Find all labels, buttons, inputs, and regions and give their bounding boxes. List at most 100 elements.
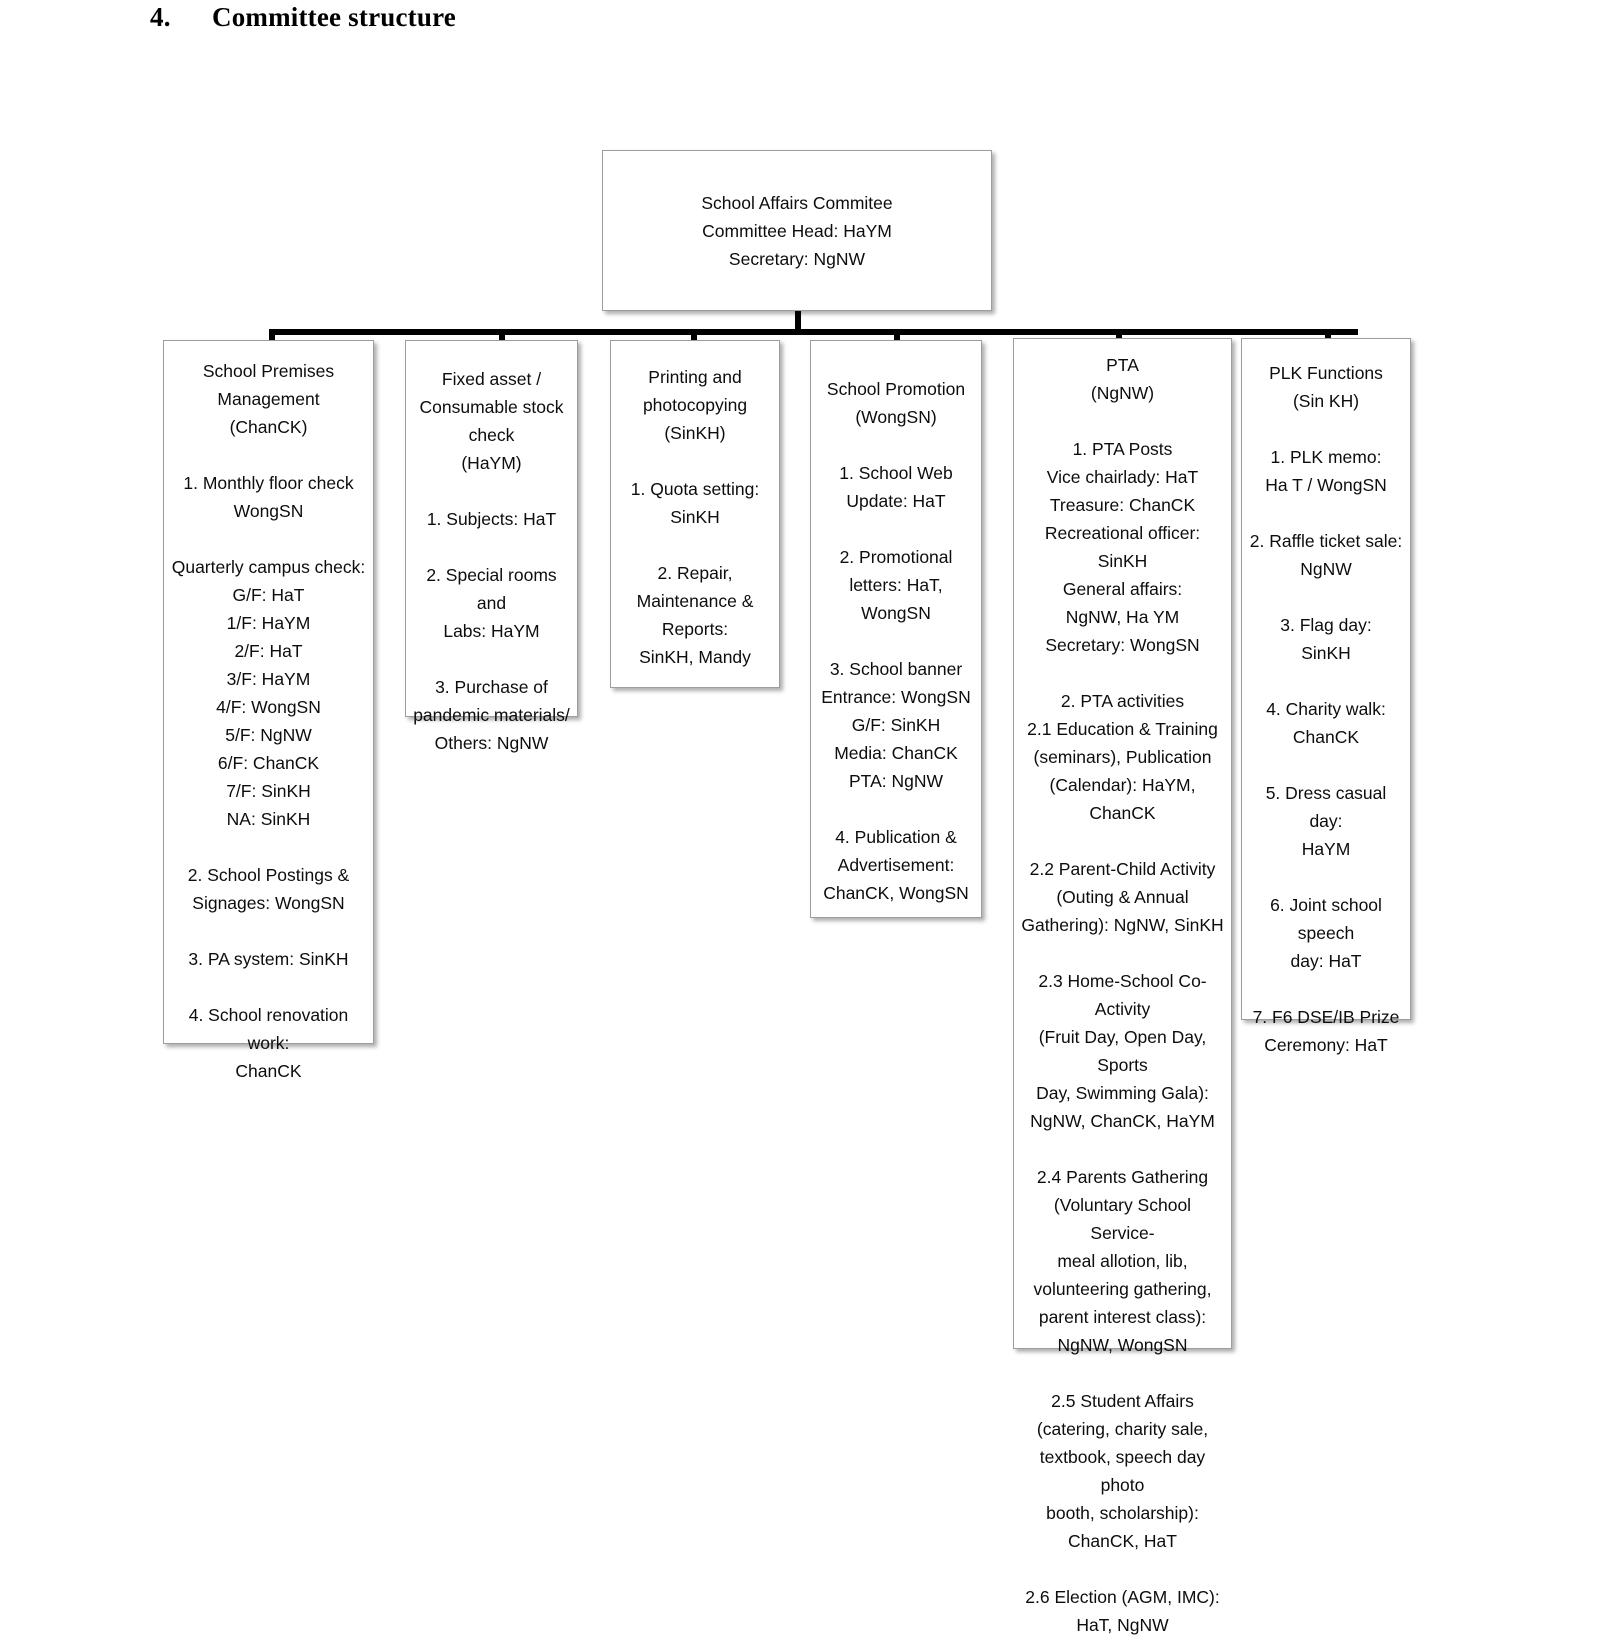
node-item-line: 2. PTA activities <box>1060 691 1185 711</box>
node-item-line: NgNW, ChanCK, HaYM <box>1030 1111 1215 1131</box>
spacer <box>1248 499 1404 527</box>
node-item-line: 5. Dress casual day: <box>1265 783 1387 831</box>
spacer <box>617 447 773 475</box>
node-item-line: 2/F: HaT <box>234 641 303 661</box>
node-line: School Affairs Commitee <box>701 193 893 213</box>
node-item-line: SinKH <box>670 507 720 527</box>
node-item-line: 1. Monthly floor check <box>183 473 354 493</box>
node-item-line: pandemic materials/ <box>413 705 570 725</box>
node-item-line: Secretary: WongSN <box>1045 635 1200 655</box>
node-owner: (NgNW) <box>1090 383 1155 403</box>
node-item-line: 1/F: HaYM <box>226 613 311 633</box>
node-item-line: 3. Purchase of <box>435 677 548 697</box>
node-item-line: 2.5 Student Affairs <box>1051 1391 1194 1411</box>
spacer <box>1248 975 1404 1003</box>
node-item-line: 2. Promotional <box>839 547 953 567</box>
node-item-line: 3/F: HaYM <box>226 669 311 689</box>
node-item-line: Maintenance & <box>636 591 754 611</box>
node-item-line: 3. PA system: SinKH <box>188 949 349 969</box>
spacer <box>1248 415 1404 443</box>
connector-root-stem <box>795 311 801 335</box>
spacer <box>412 533 571 561</box>
spacer <box>617 531 773 559</box>
node-item-line: SinKH, Mandy <box>639 647 751 667</box>
node-title-line: Fixed asset / <box>441 369 542 389</box>
node-item-line: G/F: SinKH <box>851 715 941 735</box>
node-item-line: 2.2 Parent-Child Activity <box>1029 859 1216 879</box>
node-owner: (ChanCK) <box>229 417 308 437</box>
node-item-line: 4/F: WongSN <box>216 697 321 717</box>
spacer <box>1248 863 1404 891</box>
node-item-line: 4. Charity walk: <box>1266 699 1386 719</box>
node-title-line: Consumable stock <box>419 397 564 417</box>
node-item-line: ChanCK, WongSN <box>823 883 969 903</box>
node-item-line: 2.3 Home-School Co-Activity <box>1038 971 1207 1019</box>
node-item-line: booth, scholarship): <box>1046 1503 1199 1523</box>
node-item-line: HaYM <box>1301 839 1351 859</box>
node-item-line: 1. PTA Posts <box>1072 439 1173 459</box>
node-item-line: 1. Subjects: HaT <box>426 509 557 529</box>
spacer <box>1020 1555 1225 1583</box>
node-item-line: General affairs: <box>1062 579 1183 599</box>
node-item-line: day: HaT <box>1290 951 1362 971</box>
node-item-line: Labs: HaYM <box>443 621 540 641</box>
node-item-line: (Voluntary School Service- <box>1053 1195 1192 1243</box>
node-item-line: Recreational officer: SinKH <box>1044 523 1201 571</box>
node-item-line: 7/F: SinKH <box>226 781 311 801</box>
node-item-line: 2. School Postings & <box>187 865 350 885</box>
spacer <box>817 431 975 459</box>
node-item-line: Media: ChanCK <box>834 743 958 763</box>
connector-drop-1 <box>269 329 275 345</box>
node-title-line: School Promotion <box>826 379 966 399</box>
spacer <box>817 515 975 543</box>
node-item-line: G/F: HaT <box>232 585 305 605</box>
node-item-line: 6/F: ChanCK <box>217 753 320 773</box>
node-item-line: 1. Quota setting: <box>630 479 760 499</box>
node-title-line: Printing and <box>648 367 742 387</box>
node-item-line: meal allotion, lib, <box>1057 1251 1188 1271</box>
node-plk-functions: PLK Functions(Sin KH)1. PLK memo:Ha T / … <box>1241 338 1411 1055</box>
spacer <box>170 525 367 553</box>
node-item-line: 3. School banner <box>829 659 963 679</box>
page-title: 4.Committee structure <box>150 2 456 33</box>
node-item-line: 2.4 Parents Gathering <box>1036 1167 1209 1187</box>
node-item-line: Ceremony: HaT <box>1264 1035 1388 1055</box>
node-item-line: Day, Swimming Gala): <box>1036 1083 1209 1103</box>
connector-drop-3 <box>691 329 697 345</box>
spacer <box>412 645 571 673</box>
spacer <box>1020 1359 1225 1387</box>
node-title-line: PLK Functions <box>1269 363 1383 383</box>
node-item-line: Advertisement: <box>837 855 955 875</box>
node-item-line: WongSN <box>233 501 304 521</box>
spacer <box>170 917 367 945</box>
spacer <box>1020 1135 1225 1163</box>
node-item-line: Others: NgNW <box>434 733 549 753</box>
node-item-line: SinKH <box>1301 643 1351 663</box>
node-item-line: ChanCK <box>235 1061 302 1081</box>
node-item-line: Ha T / WongSN <box>1265 475 1387 495</box>
spacer <box>817 795 975 823</box>
spacer <box>412 477 571 505</box>
node-item-line: HaT, NgNW <box>1076 1615 1169 1635</box>
node-item-line: Reports: <box>661 619 729 639</box>
node-item-line: Vice chairlady: HaT <box>1046 467 1199 487</box>
node-owner: (SinKH) <box>664 423 726 443</box>
node-line: Committee Head: HaYM <box>702 221 892 241</box>
node-item-line: Signages: WongSN <box>192 893 345 913</box>
node-item-line: volunteering gathering, <box>1033 1279 1212 1299</box>
spacer <box>817 627 975 655</box>
spacer <box>1248 667 1404 695</box>
node-line: Secretary: NgNW <box>728 249 866 269</box>
spacer <box>1020 827 1225 855</box>
spacer <box>1248 751 1404 779</box>
node-item-line: (seminars), Publication <box>1033 747 1212 767</box>
node-item-line: Update: HaT <box>846 491 946 511</box>
spacer <box>1020 939 1225 967</box>
node-title-line: Management <box>217 389 320 409</box>
node-item-line: 2.1 Education & Training <box>1027 719 1218 739</box>
connector-drop-5 <box>1116 329 1122 345</box>
node-owner: (WongSN) <box>855 407 937 427</box>
node-item-line: 4. Publication & <box>835 827 957 847</box>
